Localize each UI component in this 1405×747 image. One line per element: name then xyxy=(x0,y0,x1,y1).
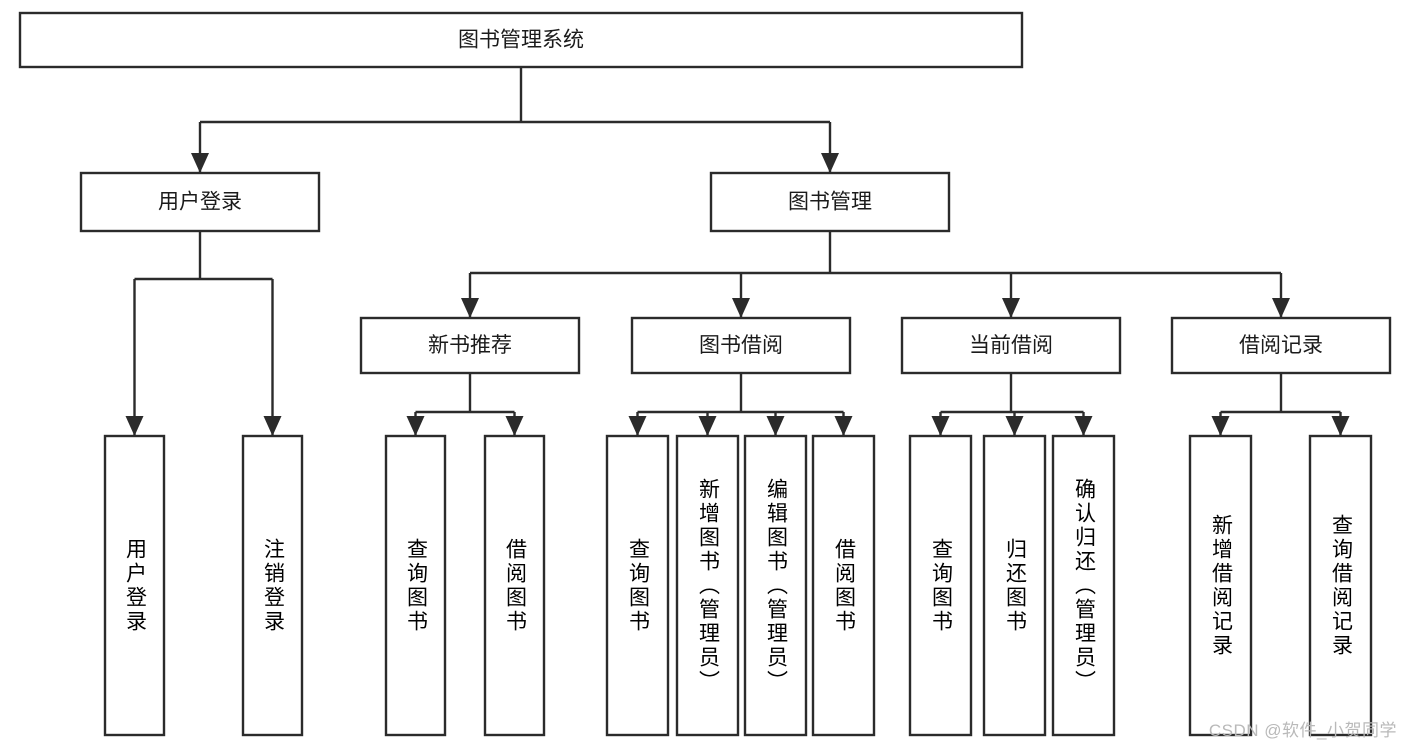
node-box-record xyxy=(1170,316,1392,375)
node-label-root: 图书管理系统 xyxy=(458,29,584,52)
node-leaf-cur-return[interactable]: 归还图书 xyxy=(982,434,1047,737)
node-box-leaf-user-login xyxy=(103,434,166,737)
node-label-leaf-cur-confirm: 确认归还（管理员） xyxy=(1072,477,1096,694)
node-label-leaf-rec-add: 新增借阅记录 xyxy=(1209,513,1233,658)
node-label-leaf-new-query: 查询图书 xyxy=(404,537,428,634)
node-box-login xyxy=(79,171,321,233)
node-label-borrow: 图书借阅 xyxy=(699,334,783,357)
node-label-wrap-leaf-cur-return: 归还图书 xyxy=(1003,537,1027,634)
node-login[interactable]: 用户登录 xyxy=(79,171,321,233)
node-leaf-cur-query[interactable]: 查询图书 xyxy=(908,434,973,737)
node-label-wrap-leaf-user-logout: 注销登录 xyxy=(261,537,285,634)
node-current[interactable]: 当前借阅 xyxy=(900,316,1122,375)
node-box-leaf-cur-confirm xyxy=(1051,434,1116,737)
nodes-layer: 图书管理系统用户登录图书管理新书推荐图书借阅当前借阅借阅记录用户登录注销登录查询… xyxy=(18,11,1392,737)
node-label-wrap-leaf-rec-query: 查询借阅记录 xyxy=(1329,513,1353,658)
node-box-root xyxy=(18,11,1024,69)
node-leaf-rec-query[interactable]: 查询借阅记录 xyxy=(1308,434,1373,737)
node-label-wrap-leaf-new-borrow: 借阅图书 xyxy=(503,537,527,634)
node-label-wrap-leaf-bor-add: 新增图书（管理员） xyxy=(696,477,720,694)
node-leaf-bor-add[interactable]: 新增图书（管理员） xyxy=(675,434,740,737)
node-label-wrap-leaf-bor-query: 查询图书 xyxy=(626,537,650,634)
node-label-wrap-leaf-new-query: 查询图书 xyxy=(404,537,428,634)
node-leaf-new-query[interactable]: 查询图书 xyxy=(384,434,447,737)
node-box-leaf-bor-lend xyxy=(811,434,876,737)
node-label-leaf-cur-return: 归还图书 xyxy=(1003,537,1027,634)
node-box-leaf-bor-add xyxy=(675,434,740,737)
node-box-leaf-bor-query xyxy=(605,434,670,737)
node-borrow[interactable]: 图书借阅 xyxy=(630,316,852,375)
node-label-wrap-leaf-user-login: 用户登录 xyxy=(123,537,147,634)
node-box-leaf-bor-edit xyxy=(743,434,808,737)
node-label-wrap-leaf-bor-edit: 编辑图书（管理员） xyxy=(764,477,788,694)
node-leaf-user-logout[interactable]: 注销登录 xyxy=(241,434,304,737)
node-leaf-bor-edit[interactable]: 编辑图书（管理员） xyxy=(743,434,808,737)
node-label-wrap-leaf-cur-confirm: 确认归还（管理员） xyxy=(1072,477,1096,694)
node-newbook[interactable]: 新书推荐 xyxy=(359,316,581,375)
node-leaf-bor-query[interactable]: 查询图书 xyxy=(605,434,670,737)
node-leaf-bor-lend[interactable]: 借阅图书 xyxy=(811,434,876,737)
node-box-leaf-new-query xyxy=(384,434,447,737)
node-box-current xyxy=(900,316,1122,375)
node-record[interactable]: 借阅记录 xyxy=(1170,316,1392,375)
node-leaf-cur-confirm[interactable]: 确认归还（管理员） xyxy=(1051,434,1116,737)
node-label-leaf-bor-add: 新增图书（管理员） xyxy=(696,477,720,694)
connectors-layer xyxy=(125,67,1350,436)
node-label-wrap-leaf-bor-lend: 借阅图书 xyxy=(832,537,856,634)
node-box-leaf-new-borrow xyxy=(483,434,546,737)
node-box-leaf-cur-return xyxy=(982,434,1047,737)
watermark-text: CSDN @软件_小贺同学 xyxy=(1208,721,1397,740)
node-label-leaf-bor-query: 查询图书 xyxy=(626,537,650,634)
node-label-leaf-bor-lend: 借阅图书 xyxy=(832,537,856,634)
node-box-leaf-cur-query xyxy=(908,434,973,737)
node-label-bookmgmt: 图书管理 xyxy=(788,191,872,214)
node-box-leaf-rec-add xyxy=(1188,434,1253,737)
node-box-newbook xyxy=(359,316,581,375)
node-label-leaf-user-login: 用户登录 xyxy=(123,537,147,634)
node-label-wrap-leaf-cur-query: 查询图书 xyxy=(929,537,953,634)
node-leaf-user-login[interactable]: 用户登录 xyxy=(103,434,166,737)
node-label-login: 用户登录 xyxy=(158,191,242,214)
node-label-wrap-leaf-rec-add: 新增借阅记录 xyxy=(1209,513,1233,658)
node-leaf-rec-add[interactable]: 新增借阅记录 xyxy=(1188,434,1253,737)
node-box-leaf-rec-query xyxy=(1308,434,1373,737)
node-label-leaf-cur-query: 查询图书 xyxy=(929,537,953,634)
node-box-borrow xyxy=(630,316,852,375)
node-label-record: 借阅记录 xyxy=(1239,334,1323,357)
node-label-current: 当前借阅 xyxy=(969,334,1053,357)
node-label-newbook: 新书推荐 xyxy=(428,334,512,357)
node-label-leaf-rec-query: 查询借阅记录 xyxy=(1329,513,1353,658)
node-box-leaf-user-logout xyxy=(241,434,304,737)
node-leaf-new-borrow[interactable]: 借阅图书 xyxy=(483,434,546,737)
node-label-leaf-bor-edit: 编辑图书（管理员） xyxy=(764,477,788,694)
node-box-bookmgmt xyxy=(709,171,951,233)
node-label-leaf-user-logout: 注销登录 xyxy=(261,537,285,634)
node-root[interactable]: 图书管理系统 xyxy=(18,11,1024,69)
node-label-leaf-new-borrow: 借阅图书 xyxy=(503,537,527,634)
node-bookmgmt[interactable]: 图书管理 xyxy=(709,171,951,233)
